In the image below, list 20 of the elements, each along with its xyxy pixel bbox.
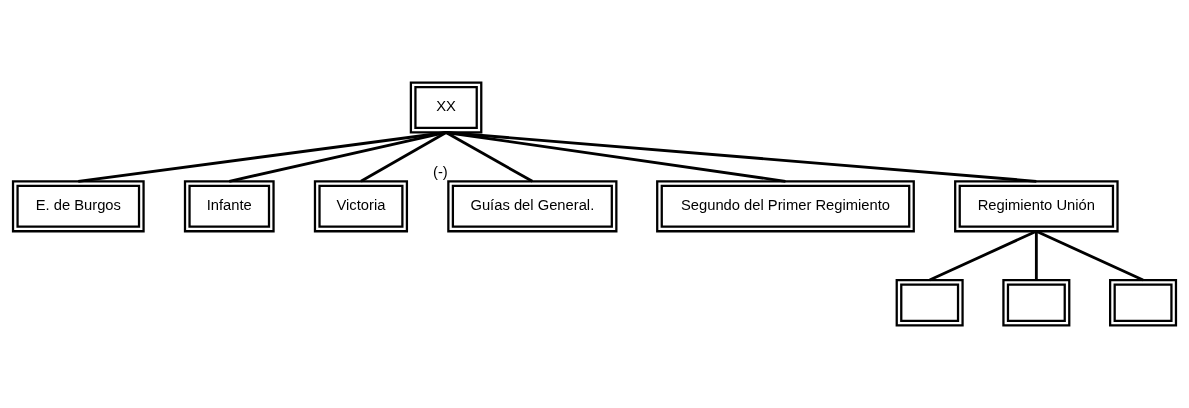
connector: [1034, 231, 1038, 281]
node-label: (-): [433, 164, 448, 181]
node-box: [1002, 278, 1071, 327]
node-box: [1109, 278, 1178, 327]
connector: [78, 131, 447, 183]
node-box: Guías del General.: [447, 180, 618, 233]
node-box: [895, 278, 964, 327]
connector: [228, 131, 447, 183]
node-box: E. de Burgos: [11, 180, 145, 233]
node-box: Regimiento Unión: [954, 180, 1119, 233]
connector: [445, 131, 534, 183]
connector: [929, 229, 1037, 282]
node-box: Segundo del Primer Regimiento: [656, 180, 915, 233]
node-box: Victoria: [313, 180, 409, 233]
node-box: XX: [409, 81, 483, 134]
connector: [445, 131, 786, 183]
node-box: Infante: [183, 180, 275, 233]
connector: [360, 131, 447, 183]
connector: [1035, 229, 1144, 282]
connector: [445, 131, 1037, 183]
